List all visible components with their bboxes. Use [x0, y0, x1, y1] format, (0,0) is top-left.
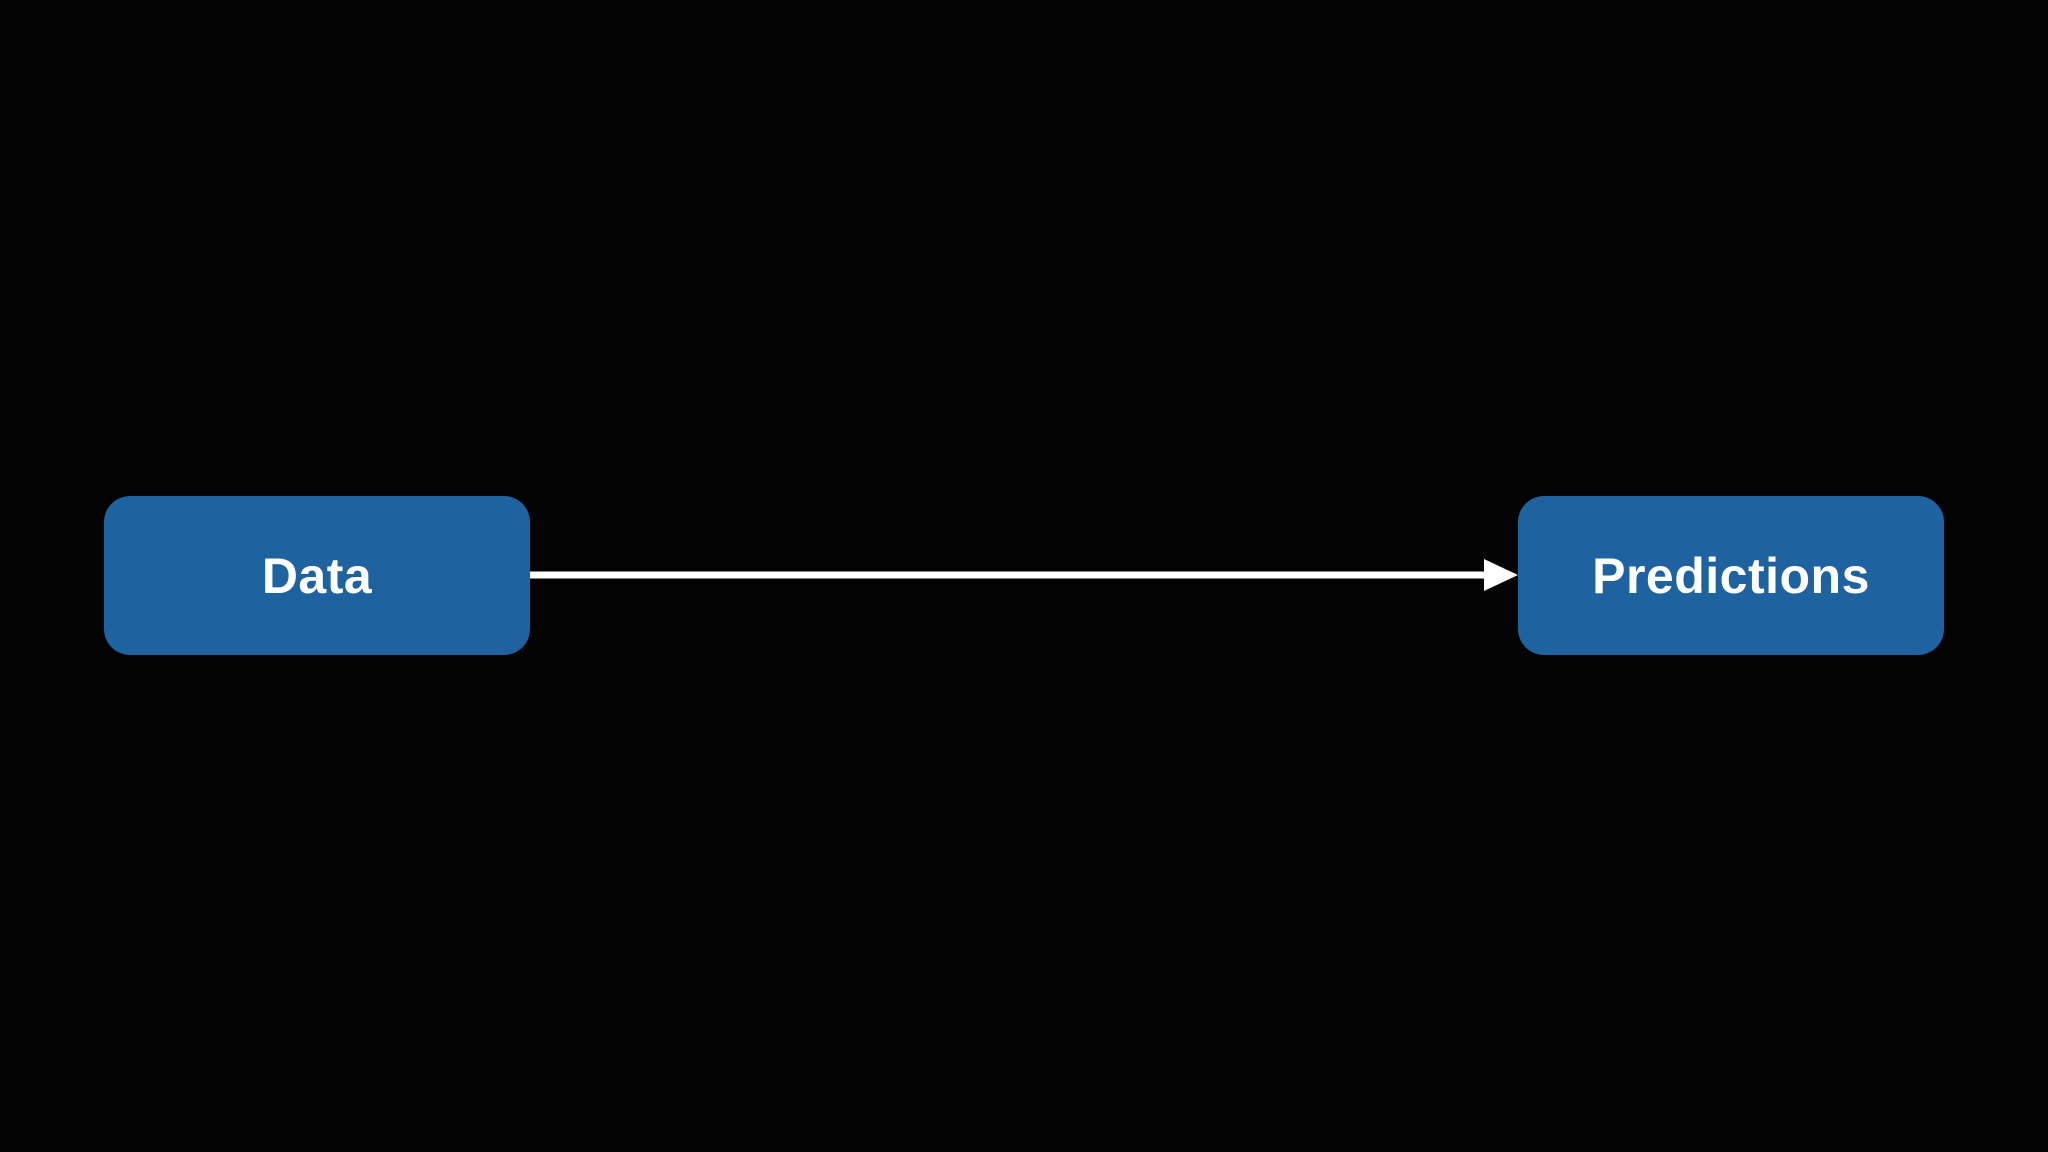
arrow-head — [1484, 559, 1518, 591]
node-data-label: Data — [261, 547, 373, 604]
node-predictions: Predictions — [1518, 496, 1944, 655]
node-predictions-label: Predictions — [1592, 547, 1870, 604]
node-data: Data — [104, 496, 530, 655]
